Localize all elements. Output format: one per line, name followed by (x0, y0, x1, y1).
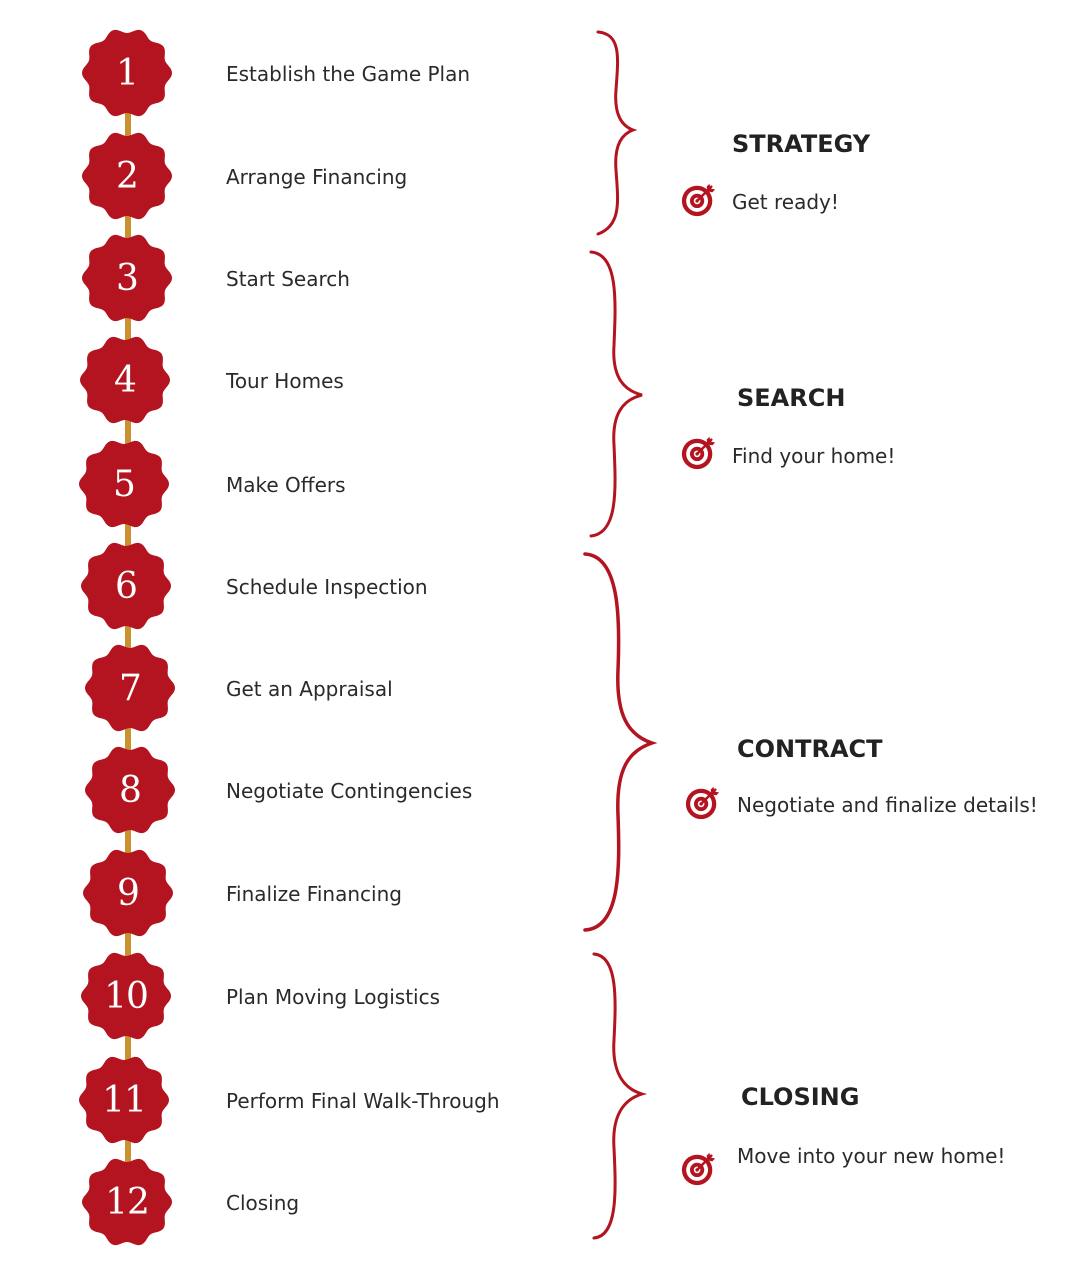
phase-subtitle: Get ready! (732, 190, 839, 214)
step-badge: 2 (81, 130, 173, 222)
step-number: 2 (116, 155, 139, 197)
step-number: 1 (116, 52, 139, 94)
step-label: Closing (226, 1191, 300, 1215)
step-badge: 8 (84, 744, 176, 836)
phase-subtitle: Move into your new home! (737, 1144, 1006, 1168)
step-badge: 9 (82, 847, 174, 939)
step-number: 8 (119, 769, 142, 811)
step-number: 7 (119, 667, 142, 709)
step-badge: 10 (80, 950, 172, 1042)
seal-icon (80, 336, 170, 424)
brace-closing (592, 952, 648, 1240)
step-badge: 1 (81, 27, 173, 119)
step-label: Establish the Game Plan (226, 62, 471, 86)
seal-icon (81, 952, 171, 1040)
step-label: Make Offers (226, 473, 346, 497)
step-badge: 5 (78, 438, 170, 530)
seal-icon (83, 849, 173, 937)
step-label: Perform Final Walk-Through (226, 1089, 500, 1113)
phase-title: SEARCH (737, 384, 846, 412)
phase-title: CONTRACT (737, 735, 883, 763)
phase-subtitle: Find your home! (732, 444, 896, 468)
phase-title: CLOSING (741, 1083, 860, 1111)
step-number: 3 (116, 257, 139, 299)
step-number: 11 (102, 1079, 147, 1121)
seal-icon (85, 746, 175, 834)
step-number: 12 (105, 1181, 150, 1223)
step-label: Start Search (226, 267, 350, 291)
step-number: 4 (114, 359, 137, 401)
seal-icon (82, 29, 172, 117)
brace-strategy (596, 30, 638, 236)
brace-contract (583, 552, 658, 932)
step-label: Negotiate Contingencies (226, 779, 473, 803)
target-icon (680, 180, 718, 218)
seal-icon (81, 542, 171, 630)
step-number: 5 (113, 463, 136, 505)
step-label: Arrange Financing (226, 165, 408, 189)
step-badge: 3 (81, 232, 173, 324)
seal-icon (82, 1158, 172, 1246)
step-badge: 6 (80, 540, 172, 632)
step-label: Schedule Inspection (226, 575, 428, 599)
step-badge: 11 (78, 1054, 170, 1146)
step-number: 6 (115, 565, 138, 607)
seal-icon (79, 440, 169, 528)
step-number: 9 (117, 872, 140, 914)
seal-icon (82, 234, 172, 322)
step-label: Get an Appraisal (226, 677, 393, 701)
brace-search (589, 250, 643, 538)
phase-title: STRATEGY (732, 130, 871, 158)
phase-subtitle: Negotiate and finalize details! (737, 793, 1038, 817)
step-badge: 4 (79, 334, 171, 426)
step-label: Finalize Financing (226, 882, 402, 906)
seal-icon (82, 132, 172, 220)
timeline-connector (125, 70, 131, 1205)
step-label: Plan Moving Logistics (226, 985, 441, 1009)
target-icon (684, 783, 722, 821)
step-label: Tour Homes (226, 369, 344, 393)
step-badge: 7 (84, 642, 176, 734)
target-icon (680, 433, 718, 471)
target-icon (680, 1149, 718, 1187)
step-number: 10 (104, 975, 149, 1017)
seal-icon (85, 644, 175, 732)
seal-icon (79, 1056, 169, 1144)
step-badge: 12 (81, 1156, 173, 1248)
